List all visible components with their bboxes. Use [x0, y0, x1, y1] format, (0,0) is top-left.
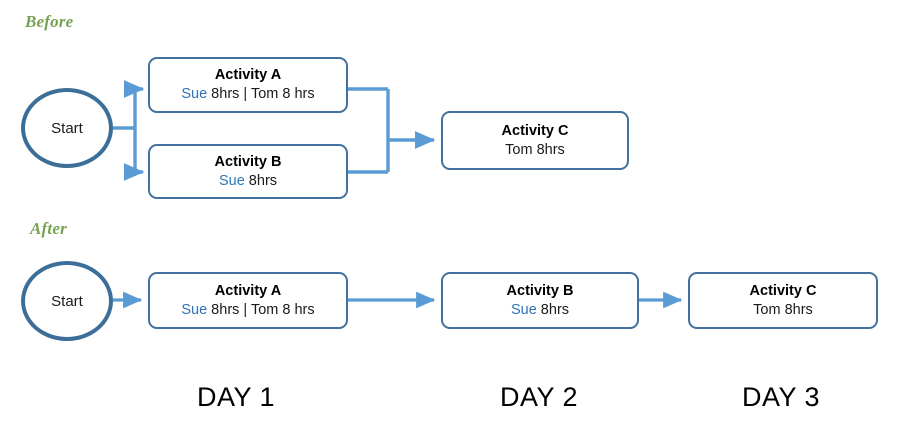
person-sue-before-a: Sue — [181, 86, 208, 102]
activity-sub-before-c: Tom 8hrs — [505, 141, 565, 158]
activity-sub-before-b: Sue 8hrs — [219, 172, 277, 191]
day-label-1: DAY 1 — [197, 382, 276, 412]
activity-sub-after-c: Tom 8hrs — [753, 301, 813, 318]
hours-tom-before-a: Tom 8 hrs — [250, 86, 315, 102]
assignment-separator-after-a: | — [243, 301, 251, 318]
start-node-after-label: Start — [51, 292, 83, 310]
section-label-after: After — [30, 219, 67, 238]
activity-box-before-b[interactable]: Activity B Sue 8hrs — [148, 144, 348, 199]
activity-sub-before-a: Sue 8hrs | Tom 8 hrs — [181, 85, 314, 104]
activity-box-before-a[interactable]: Activity A Sue 8hrs | Tom 8 hrs — [148, 57, 348, 113]
activity-title-before-b: Activity B — [214, 153, 282, 170]
activity-title-after-b: Activity B — [506, 282, 574, 299]
activity-box-before-c[interactable]: Activity C Tom 8hrs — [441, 111, 629, 170]
hours-sue-after-a: 8hrs — [207, 301, 244, 318]
activity-sub-after-a: Sue 8hrs | Tom 8 hrs — [181, 301, 314, 320]
hours-sue-before-a: 8hrs — [207, 86, 244, 102]
connector-before-merge-to-c — [348, 87, 436, 174]
hours-sue-after-b: 8hrs — [536, 301, 570, 318]
activity-box-after-b[interactable]: Activity B Sue 8hrs — [441, 272, 639, 329]
activity-box-after-c[interactable]: Activity C Tom 8hrs — [688, 272, 878, 329]
person-sue-after-b: Sue — [510, 301, 537, 318]
start-node-before[interactable]: Start — [21, 88, 113, 168]
connector-before-start-split — [113, 80, 145, 181]
activity-title-before-a: Activity A — [214, 67, 282, 84]
assignment-separator-before-a: | — [243, 86, 251, 102]
start-node-before-label: Start — [51, 119, 83, 137]
section-label-before: Before — [25, 12, 74, 31]
person-sue-after-a: Sue — [181, 301, 208, 318]
day-label-2: DAY 2 — [500, 382, 579, 412]
activity-title-after-c: Activity C — [749, 282, 817, 299]
hours-tom-after-a: Tom 8 hrs — [250, 301, 315, 318]
activity-title-before-c: Activity C — [501, 122, 569, 139]
activity-sub-after-b: Sue 8hrs — [511, 301, 569, 320]
activity-title-after-a: Activity A — [214, 282, 282, 299]
person-sue-before-b: Sue — [218, 172, 245, 189]
start-node-after[interactable]: Start — [21, 261, 113, 341]
activity-box-after-a[interactable]: Activity A Sue 8hrs | Tom 8 hrs — [148, 272, 348, 329]
hours-sue-before-b: 8hrs — [244, 172, 278, 189]
day-label-3: DAY 3 — [742, 382, 821, 412]
